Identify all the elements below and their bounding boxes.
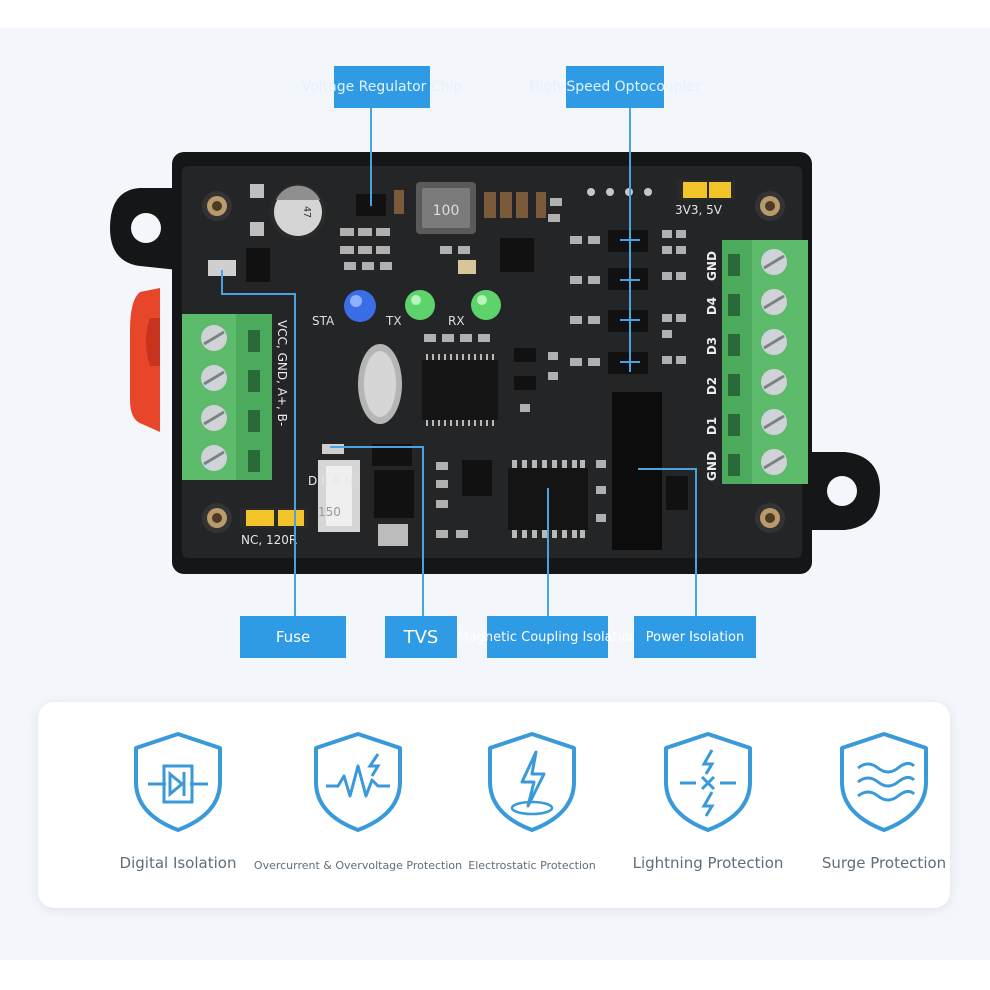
feature-label: Lightning Protection bbox=[632, 854, 784, 872]
pin-label-d4: D4 bbox=[705, 297, 719, 315]
feature-label: Overcurrent & Overvoltage Protection bbox=[253, 859, 463, 872]
terminal-screws-left bbox=[201, 325, 227, 471]
terminator-jumper-label: NC, 120R bbox=[241, 533, 297, 547]
static-discharge-shield-icon bbox=[488, 732, 576, 832]
feature-surge-protection: Surge Protection bbox=[794, 702, 974, 908]
pin-label-d3: D3 bbox=[705, 337, 719, 355]
smd-components-top bbox=[394, 190, 546, 218]
terminator-jumper bbox=[240, 508, 308, 528]
led-label-sta: STA bbox=[312, 314, 335, 328]
features-card: Digital Isolation Overcurrent & Overvolt… bbox=[38, 702, 950, 908]
di-an-label: D I, A N bbox=[308, 474, 353, 488]
waves-shield-icon bbox=[840, 732, 928, 832]
callout-magnetic-isolation: Magnetic Coupling Isolation bbox=[457, 616, 638, 658]
feature-lightning-protection: Lightning Protection bbox=[618, 702, 798, 908]
status-leds bbox=[344, 290, 501, 322]
pin-label-d2: D2 bbox=[705, 377, 719, 395]
io-terminal-block bbox=[722, 240, 808, 484]
led-label-tx: TX bbox=[385, 314, 402, 328]
lightning-cross-shield-icon bbox=[664, 732, 752, 832]
electrolytic-capacitor: 47 bbox=[270, 184, 326, 240]
voltage-jumper bbox=[677, 180, 735, 200]
feature-digital-isolation: Digital Isolation bbox=[88, 702, 268, 908]
pin-label-d1: D1 bbox=[705, 417, 719, 435]
callout-power-isolation-text: Power Isolation bbox=[645, 629, 745, 645]
mounting-holes bbox=[202, 191, 785, 533]
feature-electrostatic-protection: Electrostatic Protection bbox=[442, 702, 622, 908]
power-isolation-module bbox=[612, 392, 662, 550]
diode-shield-icon bbox=[134, 732, 222, 832]
callout-optocoupler-text: High-Speed Optocoupler bbox=[529, 79, 701, 95]
led-label-rx: RX bbox=[448, 314, 465, 328]
callout-optocoupler: High-Speed Optocoupler bbox=[529, 66, 701, 108]
callout-tvs: TVS bbox=[385, 616, 457, 658]
rs485-board-illustration: 47 100 bbox=[110, 106, 880, 622]
voltage-jumper-label: 3V3, 5V bbox=[675, 203, 723, 217]
inductor: 100 bbox=[416, 182, 476, 234]
callout-fuse-text: Fuse bbox=[275, 628, 311, 646]
pin-label-gnd-top: GND bbox=[705, 251, 719, 281]
fuse-marking: 150 bbox=[318, 505, 341, 519]
callout-fuse: Fuse bbox=[240, 616, 346, 658]
tvs-diode bbox=[372, 444, 412, 466]
rs485-terminal-block bbox=[182, 314, 272, 480]
callout-voltage-regulator: Voltage Regulator Chip bbox=[302, 66, 462, 108]
waveform-shield-icon bbox=[314, 732, 402, 832]
callout-tvs-text: TVS bbox=[403, 626, 439, 648]
feature-label: Surge Protection bbox=[821, 854, 947, 872]
callout-power-isolation: Power Isolation bbox=[634, 616, 756, 658]
feature-overcurrent-protection: Overcurrent & Overvoltage Protection bbox=[254, 702, 462, 908]
feature-label: Electrostatic Protection bbox=[468, 859, 596, 872]
inductor-marking: 100 bbox=[433, 203, 460, 219]
callout-magnetic-isolation-text: Magnetic Coupling Isolation bbox=[457, 629, 638, 645]
capacitor-value: 47 bbox=[301, 206, 312, 218]
terminal-screws-right bbox=[761, 249, 787, 475]
crystal bbox=[358, 344, 402, 424]
pin-label-gnd-bottom: GND bbox=[705, 451, 719, 481]
microcontroller bbox=[422, 354, 498, 426]
leader-lines bbox=[221, 106, 697, 622]
feature-label: Digital Isolation bbox=[119, 854, 237, 872]
callout-voltage-regulator-text: Voltage Regulator Chip bbox=[301, 79, 463, 95]
rs485-pin-label: VCC, GND, A+, B- bbox=[275, 320, 289, 426]
